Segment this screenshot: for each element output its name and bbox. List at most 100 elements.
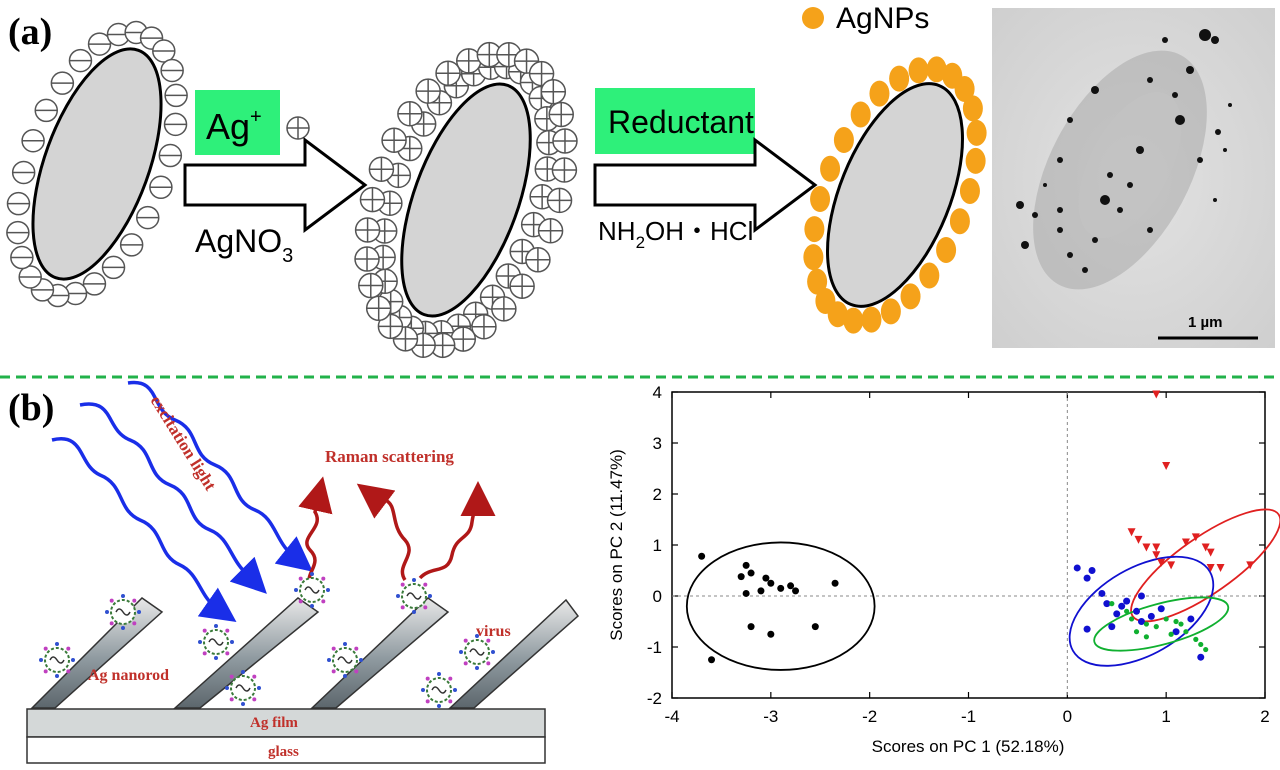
- scatter-point: [1109, 601, 1115, 607]
- minus-charge-icon: [34, 98, 59, 123]
- agnp-icon: [833, 127, 854, 154]
- plus-ion-icon: [286, 116, 310, 140]
- plus-charge-icon: [546, 187, 573, 214]
- excitation-light-waves: [51, 380, 313, 623]
- confidence-ellipse: [1130, 508, 1280, 623]
- scatter-point: [1173, 618, 1179, 625]
- scatter-point: [1206, 563, 1215, 572]
- scatter-point: [1152, 390, 1161, 399]
- plus-charge-icon: [471, 313, 497, 340]
- scatter-point: [1142, 543, 1151, 552]
- cell-agnps: [803, 56, 987, 334]
- agnp-icon: [843, 307, 864, 334]
- scatter-point: [792, 587, 800, 595]
- scatter-point: [1123, 597, 1131, 605]
- plus-charge-icon: [435, 60, 461, 87]
- plus-charge-icon: [491, 296, 517, 322]
- agnp-legend-icon: [802, 7, 824, 29]
- scatter-point: [1147, 612, 1155, 620]
- ag-film-label: Ag film: [250, 715, 298, 731]
- virus-particles: [39, 572, 495, 708]
- reductant-label: Reductant: [608, 104, 754, 140]
- minus-charge-icon: [149, 175, 173, 200]
- scatter-point: [1198, 641, 1204, 648]
- agnp-icon: [919, 262, 940, 289]
- scatter-point: [1133, 607, 1141, 615]
- scatter-point: [1113, 610, 1121, 618]
- plus-charge-icon: [548, 101, 574, 128]
- plus-charge-icon: [365, 295, 392, 322]
- scatter-point: [1187, 615, 1195, 623]
- scatter-point: [1216, 563, 1225, 572]
- nh2oh-sub: 2: [636, 233, 645, 252]
- virus-icon: [396, 578, 432, 614]
- agno3-sub: 3: [282, 245, 293, 267]
- agnps-label: AgNPs: [836, 2, 929, 35]
- y-tick-label: -2: [647, 689, 662, 708]
- plus-charge-icon: [368, 156, 395, 182]
- ag-film-layer: [26, 708, 546, 738]
- minus-charge-icon: [101, 255, 126, 280]
- glass-label: glass: [268, 744, 299, 760]
- agnp-icon: [926, 56, 947, 83]
- scatter-point: [747, 569, 755, 577]
- minus-charge-icon: [87, 32, 112, 56]
- scatter-point: [742, 561, 750, 569]
- plus-charge-icon: [540, 78, 567, 105]
- scatter-point: [1133, 629, 1140, 635]
- x-tick-label: 2: [1260, 707, 1269, 726]
- plus-charge-icon: [551, 157, 578, 183]
- virus-icon: [327, 642, 363, 678]
- scatter-point: [1201, 543, 1210, 552]
- scatter-point: [1103, 600, 1111, 608]
- scatter-point: [1152, 543, 1161, 552]
- agnp-icon: [803, 244, 824, 271]
- positive-charges: [354, 41, 578, 359]
- y-tick-label: 4: [653, 383, 662, 402]
- scatter-point: [1197, 653, 1205, 661]
- scatter-point: [1191, 533, 1200, 542]
- agnp-icon: [959, 177, 980, 204]
- scatter-point: [1118, 602, 1126, 610]
- scatter-point: [1083, 625, 1091, 633]
- ag-ion-label: Ag: [206, 106, 250, 147]
- plus-charge-icon: [354, 217, 381, 243]
- scatter-point: [1088, 567, 1096, 574]
- agnp-icon: [815, 288, 836, 315]
- scatter-point: [757, 587, 765, 595]
- scatter-point: [762, 574, 770, 582]
- scatter-point: [1167, 561, 1176, 570]
- plus-charge-icon: [397, 101, 423, 127]
- plus-charge-icon: [552, 128, 578, 154]
- plus-charge-icon: [528, 60, 555, 87]
- virus-icon: [294, 572, 330, 608]
- agnp-icon: [908, 57, 929, 84]
- scatter-point: [1157, 558, 1166, 567]
- minus-charge-icon: [160, 58, 184, 83]
- x-tick-label: -4: [664, 707, 679, 726]
- cell-positive: [354, 41, 578, 359]
- agnp-icon: [880, 298, 901, 325]
- agnp-icon: [850, 101, 871, 128]
- plus-charge-icon: [450, 326, 477, 352]
- svg-text:NH2OH・HCl: NH2OH・HCl: [598, 216, 753, 252]
- scatter-point: [1134, 535, 1143, 544]
- scatter-point: [1124, 608, 1130, 614]
- minus-charge-icon: [10, 245, 34, 270]
- confidence-ellipse: [685, 541, 876, 671]
- negative-charges: [6, 20, 188, 308]
- scatter-point: [1178, 621, 1184, 627]
- scatter-point: [1183, 629, 1189, 635]
- minus-charge-icon: [50, 71, 75, 95]
- y-tick-label: 3: [653, 434, 662, 453]
- reductant-box: [595, 88, 755, 154]
- scatter-point: [1143, 634, 1149, 640]
- x-axis-label: Scores on PC 1 (52.18%): [872, 737, 1065, 756]
- plus-charge-icon: [377, 313, 404, 340]
- x-tick-label: -2: [862, 707, 877, 726]
- virus-icon: [105, 594, 141, 630]
- plot-frame: [671, 391, 1266, 699]
- minus-charge-icon: [18, 265, 42, 289]
- scatter-point: [787, 582, 795, 590]
